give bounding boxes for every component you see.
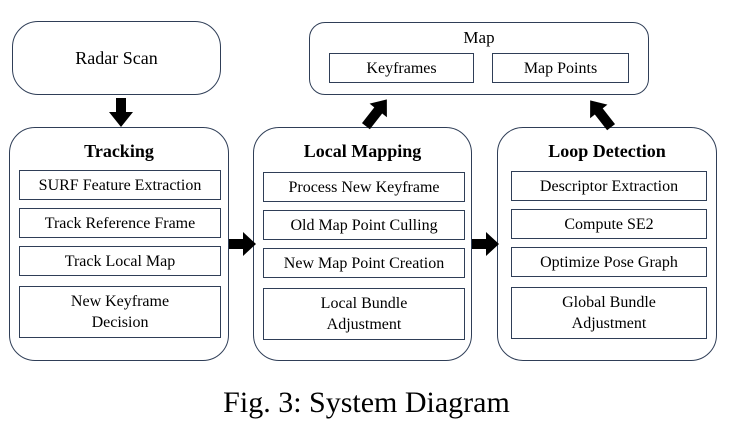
loop-detection-step: Descriptor Extraction [511,171,707,201]
local-mapping-step: Old Map Point Culling [263,210,465,240]
tracking-step: Track Reference Frame [19,208,221,238]
radar-scan-box: Radar Scan [12,21,221,95]
loop-detection-box: Loop Detection Descriptor Extraction Com… [497,127,717,361]
loop-detection-step: Compute SE2 [511,209,707,239]
map-title: Map [463,28,495,47]
arrow-down-icon [109,98,133,127]
local-mapping-step: New Map Point Creation [263,248,465,278]
tracking-step: New Keyframe Decision [19,286,221,338]
local-mapping-step: Local Bundle Adjustment [263,288,465,340]
tracking-title: Tracking [84,141,154,161]
local-mapping-box: Local Mapping Process New Keyframe Old M… [253,127,472,361]
map-item-keyframes: Keyframes [329,53,474,83]
local-mapping-title: Local Mapping [303,141,422,161]
tracking-box: Tracking SURF Feature Extraction Track R… [9,127,229,361]
arrow-up-right-icon [361,99,387,130]
tracking-step: Track Local Map [19,246,221,276]
arrow-right-icon [472,232,499,256]
figure-caption: Fig. 3: System Diagram [223,386,510,419]
map-item-map-points: Map Points [492,53,629,83]
map-box: Map Keyframes Map Points [309,22,649,95]
loop-detection-step: Optimize Pose Graph [511,247,707,277]
loop-detection-title: Loop Detection [548,141,666,161]
tracking-step: SURF Feature Extraction [19,170,221,200]
loop-detection-step: Global Bundle Adjustment [511,287,707,339]
arrow-right-icon [229,232,256,256]
local-mapping-step: Process New Keyframe [263,172,465,202]
arrow-up-left-icon [590,100,616,131]
radar-scan-label: Radar Scan [75,47,158,68]
